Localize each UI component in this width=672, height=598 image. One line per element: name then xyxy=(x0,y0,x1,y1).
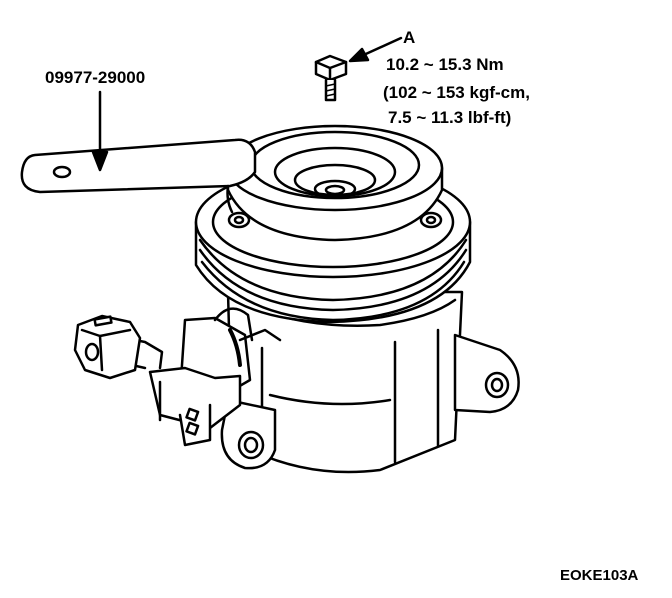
connector-plug xyxy=(73,314,142,380)
right-mounting-ear xyxy=(453,333,520,414)
tool-leader-arrow xyxy=(91,90,109,172)
clutch-disc xyxy=(226,124,444,242)
torque-spec-nm: 10.2 ~ 15.3 Nm xyxy=(386,55,504,74)
compressor-body xyxy=(226,290,464,474)
tool-part-number-label: 09977-29000 xyxy=(45,68,146,87)
torque-spec-kgf: (102 ~ 153 kgf-cm, xyxy=(383,83,530,102)
holder-tool xyxy=(20,138,257,214)
torque-spec-lbf: 7.5 ~ 11.3 lbf-ft) xyxy=(388,108,512,127)
figure-id-label: EOKE103A xyxy=(560,567,639,584)
callout-a-label: A xyxy=(403,28,416,47)
callout-a-arrow xyxy=(348,36,403,63)
bolt-a xyxy=(314,54,348,102)
left-mounting-ear xyxy=(220,398,277,470)
